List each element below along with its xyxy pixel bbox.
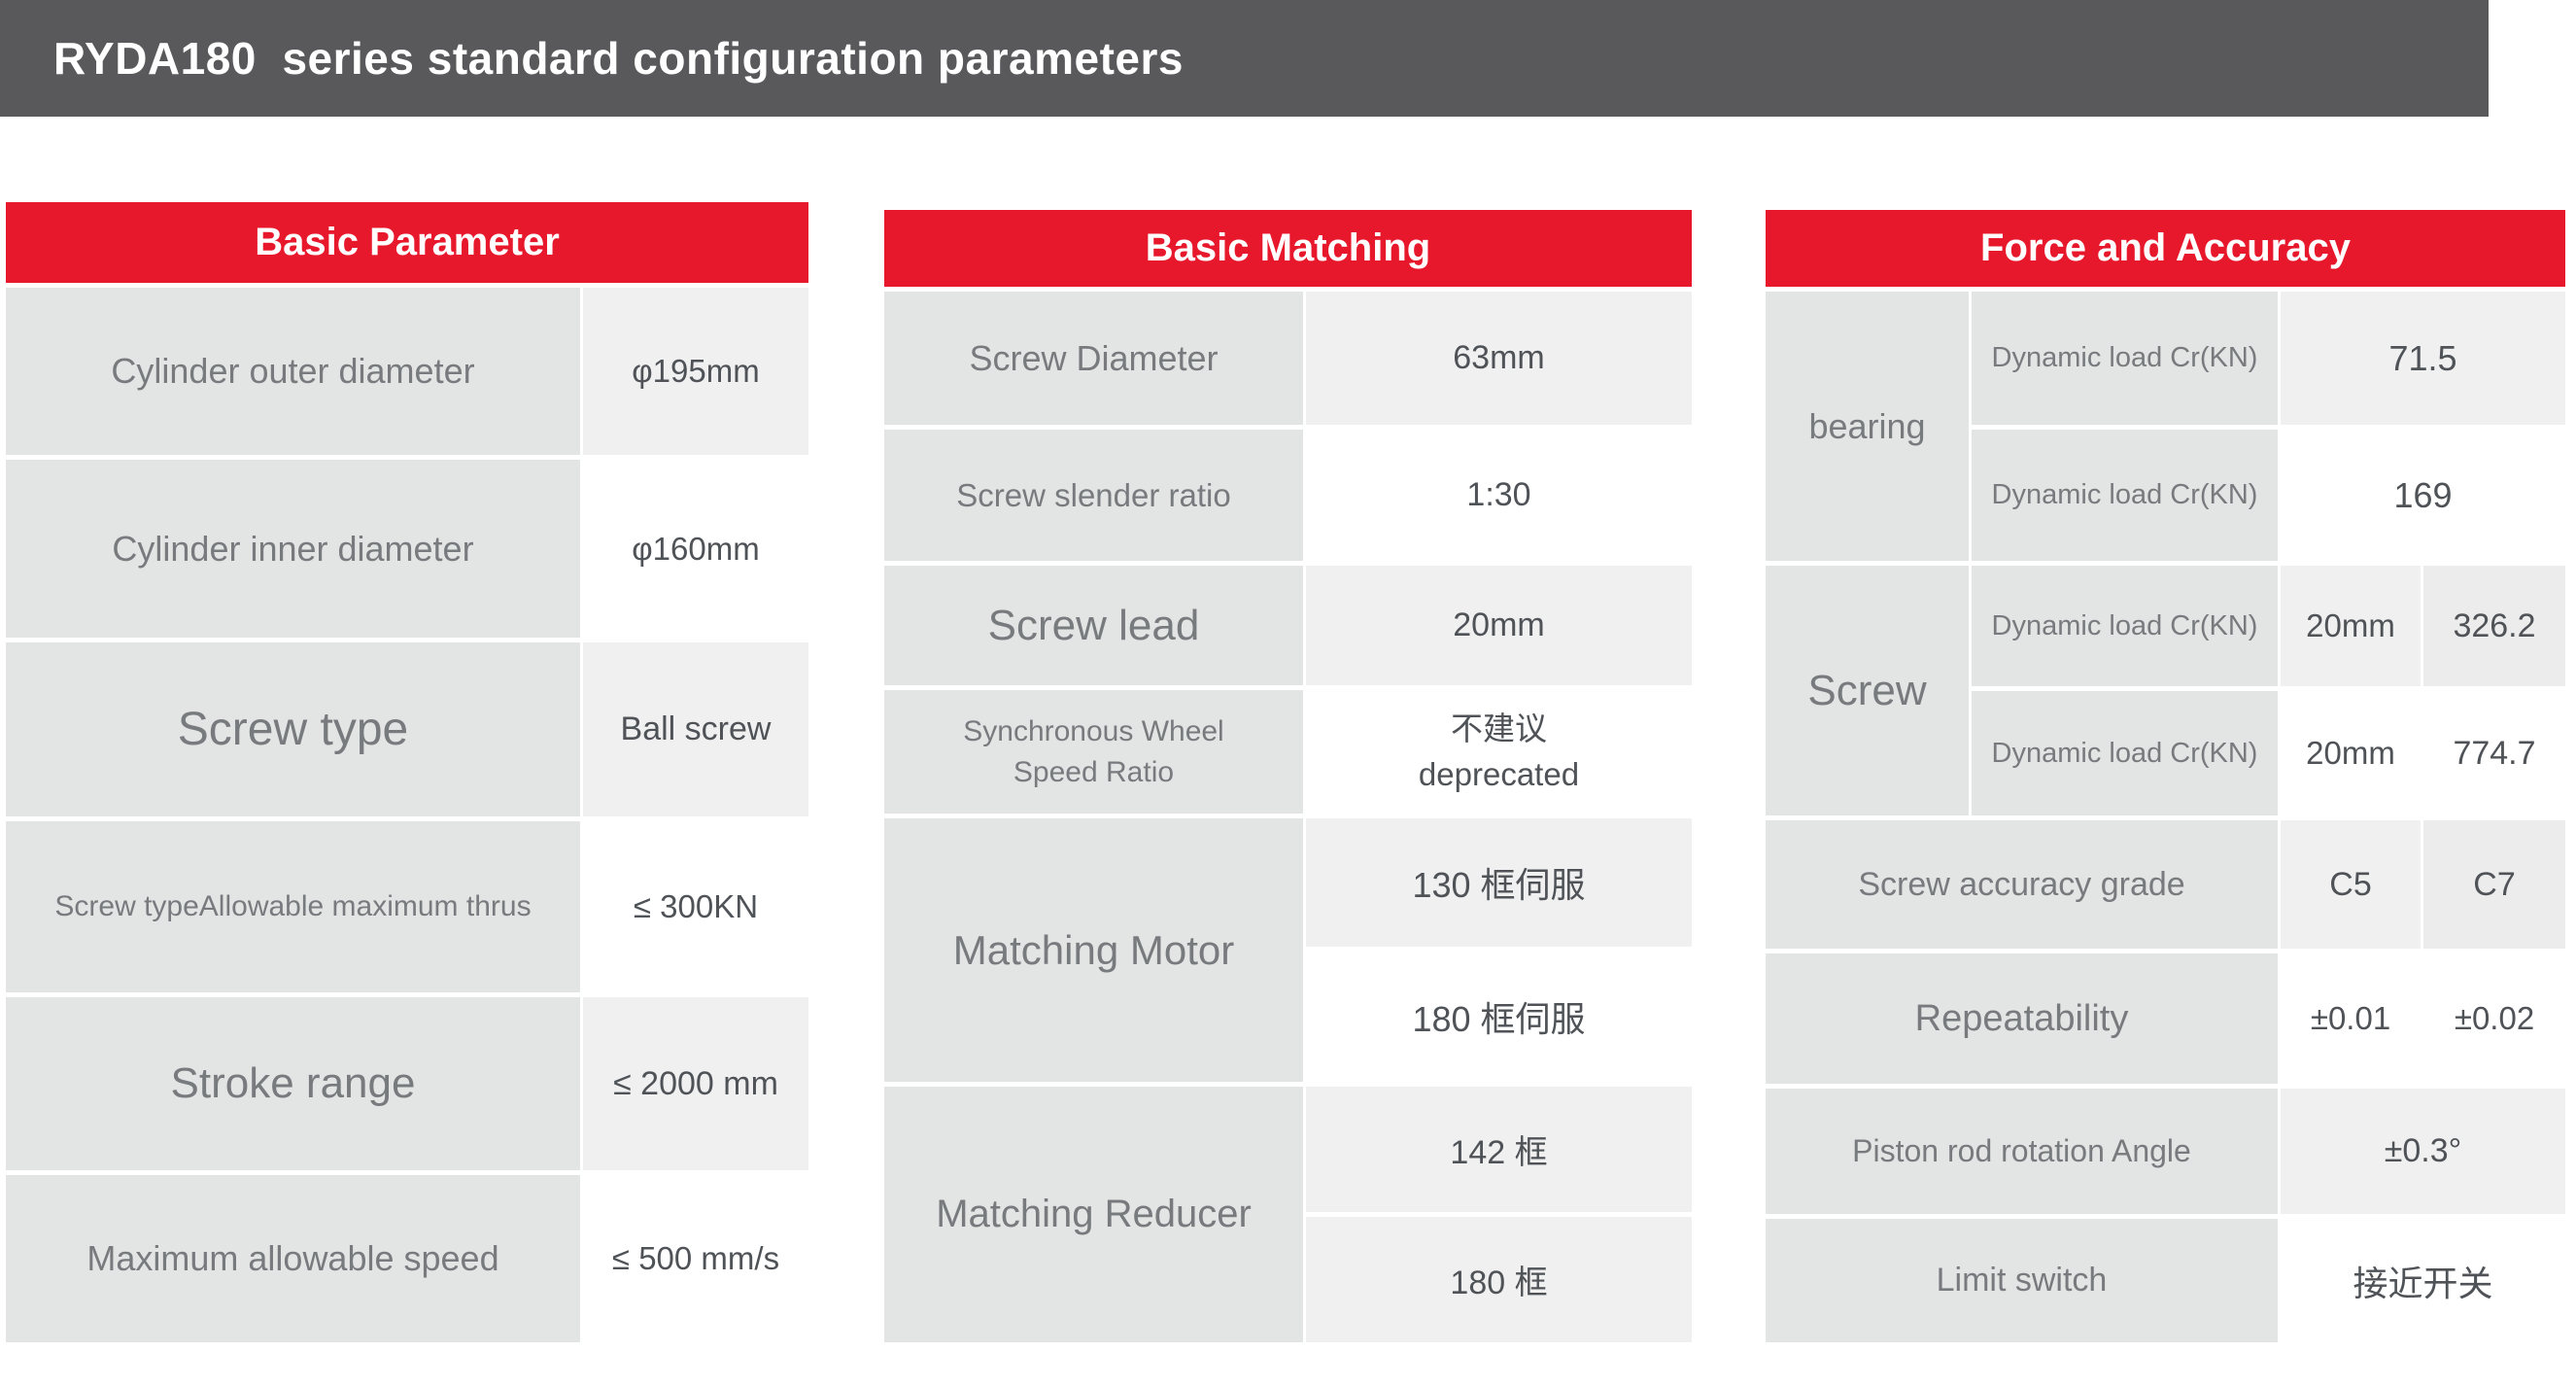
screw-dynamic-load-2-value: 774.7 [2423, 691, 2565, 815]
basic-matching-table: Basic Matching Screw Diameter 63mm Screw… [884, 210, 1692, 1342]
synchronous-wheel-speed-ratio-label: Synchronous Wheel Speed Ratio [884, 690, 1303, 814]
page-title: RYDA180 series standard configuration pa… [53, 33, 1184, 84]
screw-accuracy-grade-c5: C5 [2281, 820, 2421, 949]
screw-lead-value: 20mm [1306, 566, 1692, 685]
basic-matching-header: Basic Matching [884, 210, 1692, 287]
bearing-dynamic-load-1-value: 71.5 [2281, 292, 2565, 425]
screw-slender-ratio-label: Screw slender ratio [884, 430, 1303, 561]
force-and-accuracy-table: Force and Accuracy bearing Dynamic load … [1766, 210, 2565, 1342]
limit-switch-value: 接近开关 [2281, 1219, 2565, 1342]
matching-reducer-value-1: 142 框 [1306, 1087, 1692, 1212]
cylinder-inner-diameter-value: φ160mm [583, 460, 808, 638]
basic-parameter-table: Basic Parameter Cylinder outer diameter … [6, 202, 808, 1342]
matching-reducer-label: Matching Reducer [884, 1087, 1303, 1342]
cylinder-outer-diameter-label: Cylinder outer diameter [6, 288, 580, 455]
screw-type-value: Ball screw [583, 642, 808, 816]
force-and-accuracy-header: Force and Accuracy [1766, 210, 2565, 287]
screw-accuracy-grade-label: Screw accuracy grade [1766, 820, 2278, 949]
max-speed-value: ≤ 500 mm/s [583, 1175, 808, 1342]
bearing-dynamic-load-2-label: Dynamic load Cr(KN) [1972, 430, 2278, 561]
synchronous-wheel-speed-ratio-value: 不建议 deprecated [1306, 690, 1692, 814]
matching-motor-value-2: 180 框伺服 [1306, 952, 1692, 1082]
repeatability-value-1: ±0.01 [2281, 953, 2421, 1084]
matching-reducer-value-2: 180 框 [1306, 1217, 1692, 1342]
stroke-range-value: ≤ 2000 mm [583, 997, 808, 1170]
page-title-banner: RYDA180 series standard configuration pa… [0, 0, 2489, 117]
screw-dynamic-load-1-value: 326.2 [2423, 566, 2565, 686]
limit-switch-label: Limit switch [1766, 1219, 2278, 1342]
bearing-dynamic-load-1-label: Dynamic load Cr(KN) [1972, 292, 2278, 425]
piston-rod-rotation-angle-value: ±0.3° [2281, 1089, 2565, 1214]
cylinder-inner-diameter-label: Cylinder inner diameter [6, 460, 580, 638]
basic-parameter-header: Basic Parameter [6, 202, 808, 283]
max-thrust-value: ≤ 300KN [583, 821, 808, 992]
force-and-accuracy-grid: Force and Accuracy bearing Dynamic load … [1766, 210, 2565, 1342]
screw-accuracy-grade-c7: C7 [2423, 820, 2565, 949]
screw-dynamic-load-2-label: Dynamic load Cr(KN) [1972, 691, 2278, 815]
screw-diameter-label: Screw Diameter [884, 292, 1303, 425]
bearing-dynamic-load-2-value: 169 [2281, 430, 2565, 561]
repeatability-value-2: ±0.02 [2423, 953, 2565, 1084]
screw-dynamic-load-1-lead: 20mm [2281, 566, 2421, 686]
max-thrust-label: Screw typeAllowable maximum thrus [6, 821, 580, 992]
max-speed-label: Maximum allowable speed [6, 1175, 580, 1342]
matching-motor-label: Matching Motor [884, 818, 1303, 1082]
screw-dynamic-load-1-label: Dynamic load Cr(KN) [1972, 566, 2278, 686]
piston-rod-rotation-angle-label: Piston rod rotation Angle [1766, 1089, 2278, 1214]
bearing-group-label: bearing [1766, 292, 1969, 561]
cylinder-outer-diameter-value: φ195mm [583, 288, 808, 455]
matching-motor-value-1: 130 框伺服 [1306, 818, 1692, 947]
screw-group-label: Screw [1766, 566, 1969, 815]
screw-type-label: Screw type [6, 642, 580, 816]
screw-slender-ratio-value: 1:30 [1306, 430, 1692, 561]
basic-parameter-grid: Basic Parameter Cylinder outer diameter … [6, 202, 808, 1342]
basic-matching-grid: Basic Matching Screw Diameter 63mm Screw… [884, 210, 1692, 1342]
screw-diameter-value: 63mm [1306, 292, 1692, 425]
repeatability-label: Repeatability [1766, 953, 2278, 1084]
stroke-range-label: Stroke range [6, 997, 580, 1170]
screw-dynamic-load-2-lead: 20mm [2281, 691, 2421, 815]
screw-lead-label: Screw lead [884, 566, 1303, 685]
